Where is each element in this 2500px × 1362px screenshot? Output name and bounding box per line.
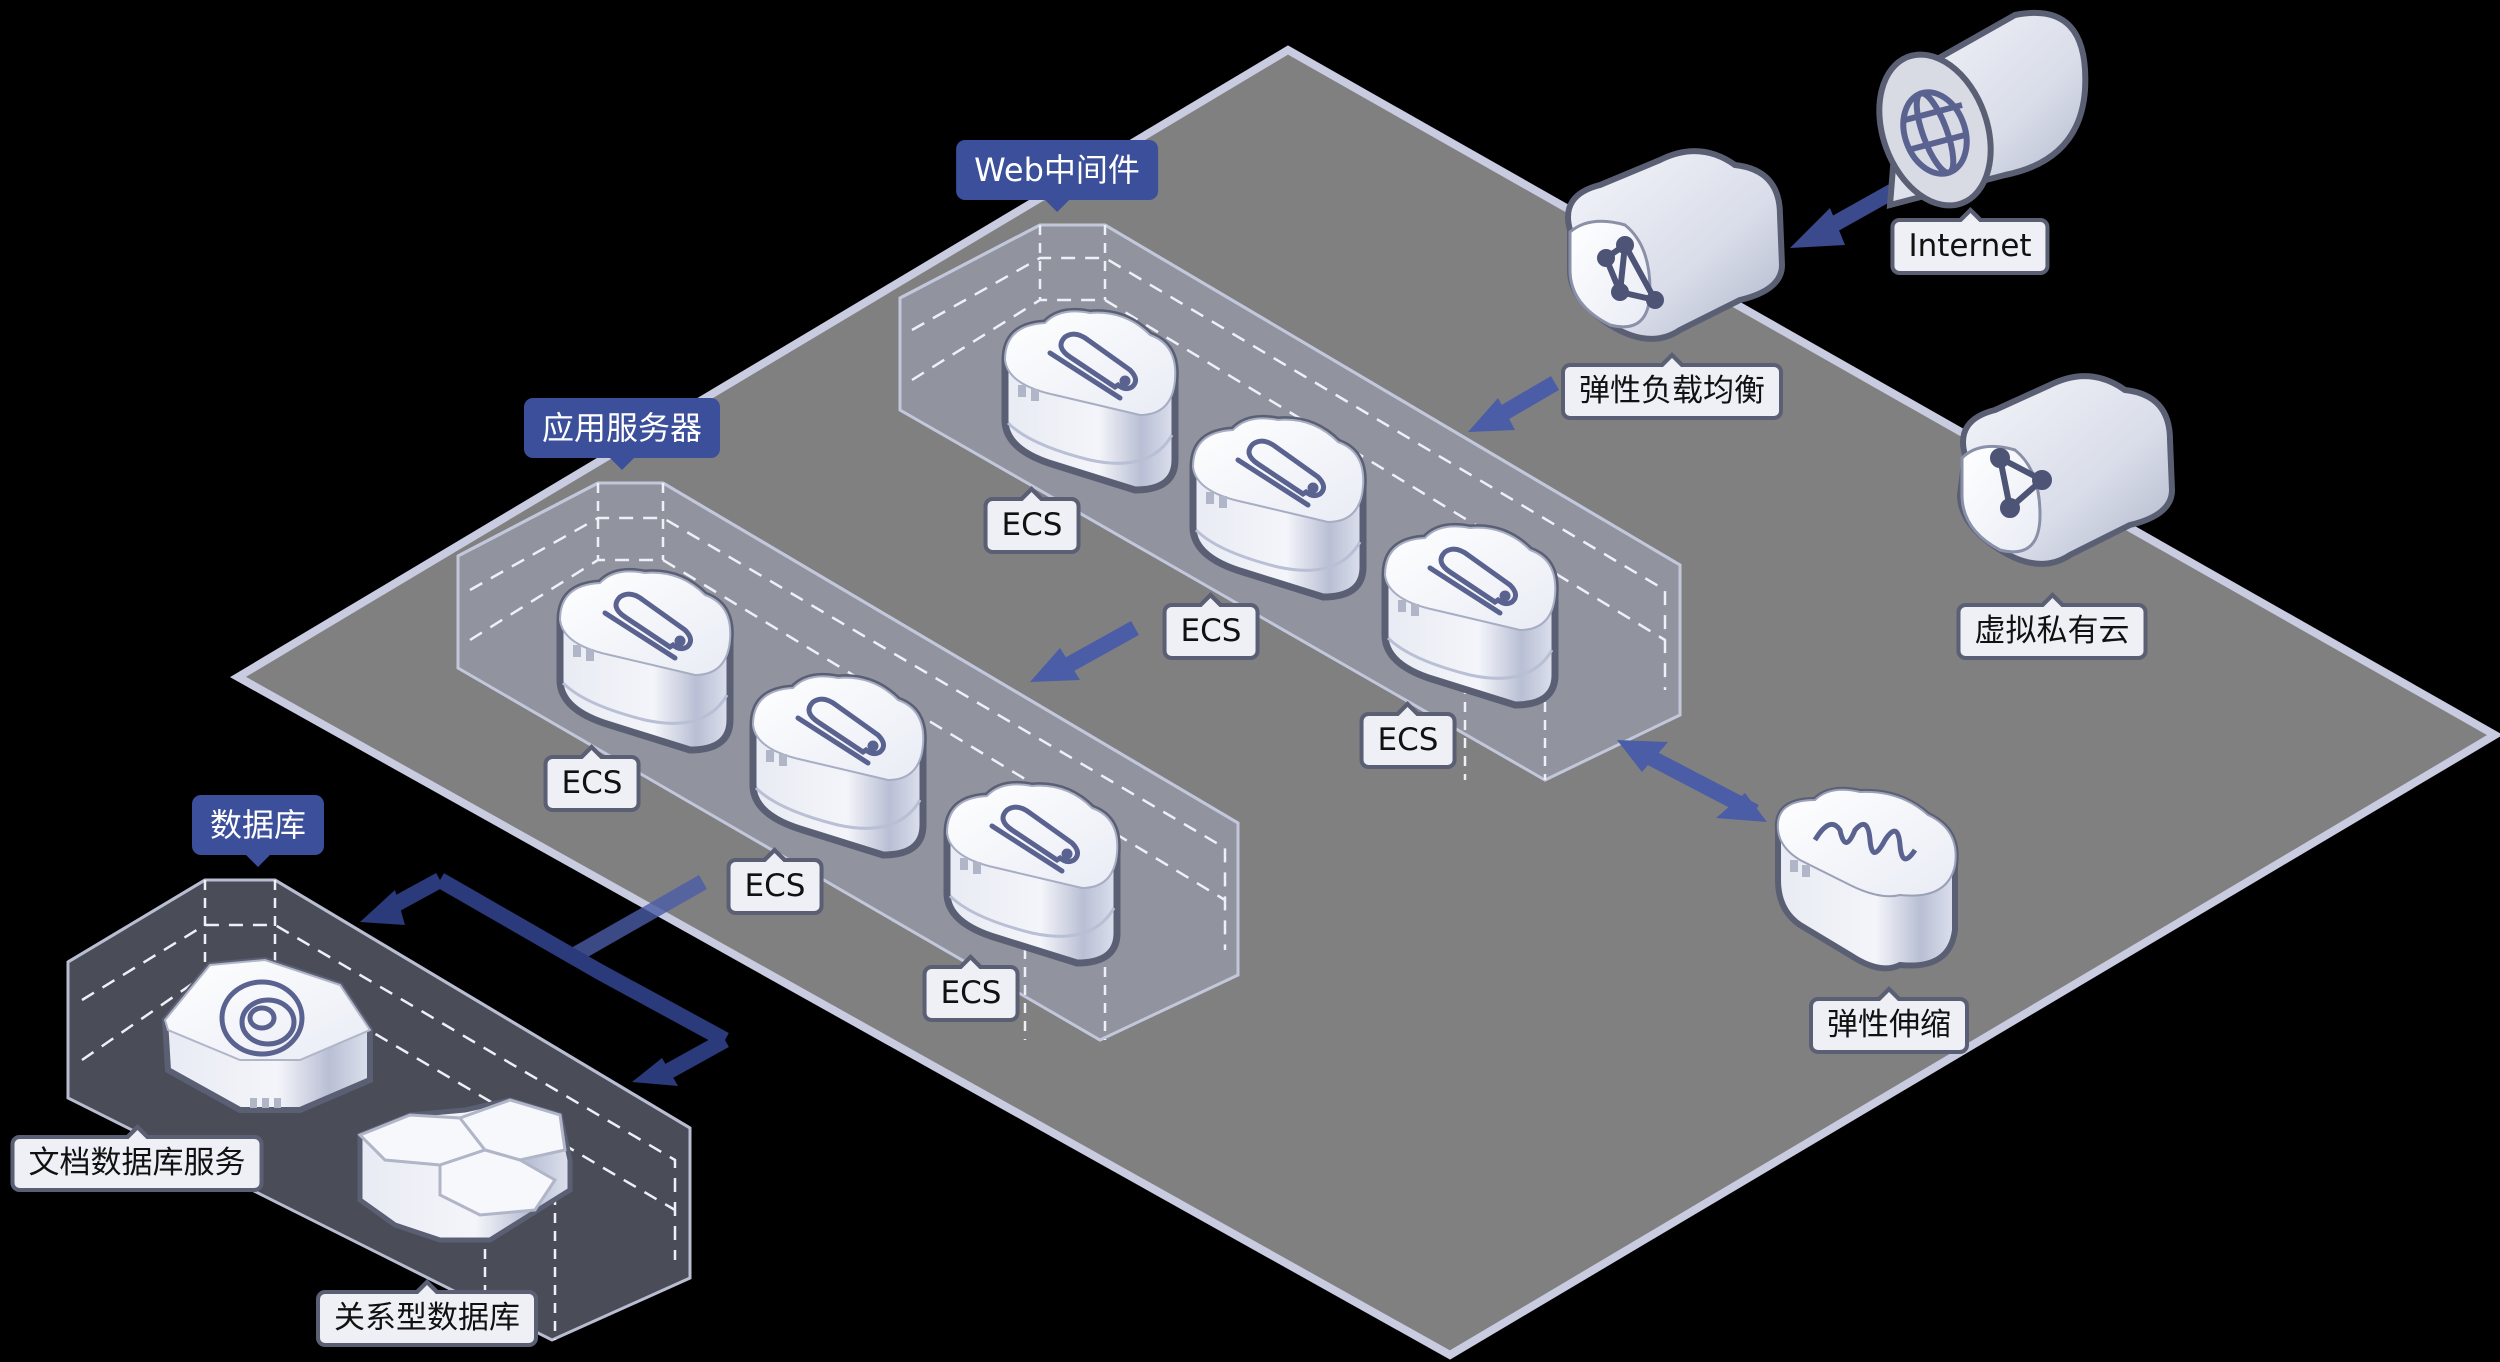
status-light	[960, 858, 968, 870]
label-web-ecs-3: ECS	[1359, 712, 1457, 769]
triangle-nodes-icon	[1990, 448, 2052, 518]
label-load-balancer: 弹性负载均衡	[1561, 363, 1783, 420]
label-internet: Internet	[1890, 218, 2050, 275]
web-ecs-node-3[interactable]	[1381, 522, 1559, 709]
ecs-nodes	[556, 307, 1559, 967]
status-light	[1411, 604, 1419, 616]
flow-arrows	[360, 183, 1899, 1086]
paperclip-icon	[1235, 438, 1326, 508]
status-light	[973, 862, 981, 874]
group-tag-database: 数据库	[191, 795, 325, 855]
app-ecs-node-1[interactable]	[556, 567, 734, 754]
load-balancer-node[interactable]	[1565, 148, 1786, 342]
web-ecs-node-1[interactable]	[1001, 307, 1179, 494]
label-app-ecs-1: ECS	[543, 755, 641, 812]
status-light	[1398, 600, 1406, 612]
status-light	[573, 645, 581, 657]
app-ecs-node-2[interactable]	[749, 672, 927, 859]
status-light	[779, 754, 787, 766]
group-tag-app-servers: 应用服务器	[523, 398, 721, 458]
arrow-app-to-db-branch	[360, 872, 729, 1086]
status-light	[1219, 496, 1227, 508]
network-triangle-icon	[1597, 236, 1664, 309]
arrow-internet-to-lb	[1790, 183, 1899, 248]
paperclip-icon	[989, 804, 1080, 874]
web-ecs-node-2[interactable]	[1189, 414, 1367, 601]
status-light	[1206, 492, 1214, 504]
label-app-ecs-2: ECS	[726, 858, 824, 915]
spiral-icon	[219, 979, 305, 1057]
status-light	[586, 649, 594, 661]
label-doc-db: 文档数据库服务	[10, 1135, 264, 1192]
group-tag-web-middleware: Web中间件	[956, 140, 1158, 200]
spring-coil-icon	[1812, 821, 1918, 862]
arrow-lb-to-web	[1468, 376, 1560, 432]
internet-node[interactable]	[1859, 9, 2089, 221]
status-light	[1031, 389, 1039, 401]
label-app-ecs-3: ECS	[922, 965, 1020, 1022]
arrow-web-autoscaling-two-way	[1617, 740, 1767, 822]
paperclip-icon	[795, 696, 886, 766]
arrow-web-to-app	[1030, 621, 1139, 682]
label-auto-scaling: 弹性伸缩	[1809, 997, 1969, 1054]
paperclip-icon	[602, 591, 693, 661]
label-web-ecs-2: ECS	[1162, 603, 1260, 660]
rel-db-node[interactable]	[357, 1097, 573, 1243]
auto-scaling-node[interactable]	[1774, 786, 1959, 972]
label-rel-db: 关系型数据库	[316, 1290, 538, 1347]
label-web-ecs-1: ECS	[983, 497, 1081, 554]
globe-icon	[1900, 89, 1970, 177]
app-ecs-node-3[interactable]	[943, 780, 1121, 967]
paperclip-icon	[1427, 546, 1518, 616]
vpc-node[interactable]	[1956, 373, 2176, 567]
status-light	[1018, 385, 1026, 397]
doc-db-node[interactable]	[161, 956, 373, 1113]
label-vpc: 虚拟私有云	[1956, 603, 2148, 660]
status-light	[766, 750, 774, 762]
paperclip-icon	[1047, 331, 1138, 401]
hexagon-cluster-icon	[357, 1097, 573, 1243]
